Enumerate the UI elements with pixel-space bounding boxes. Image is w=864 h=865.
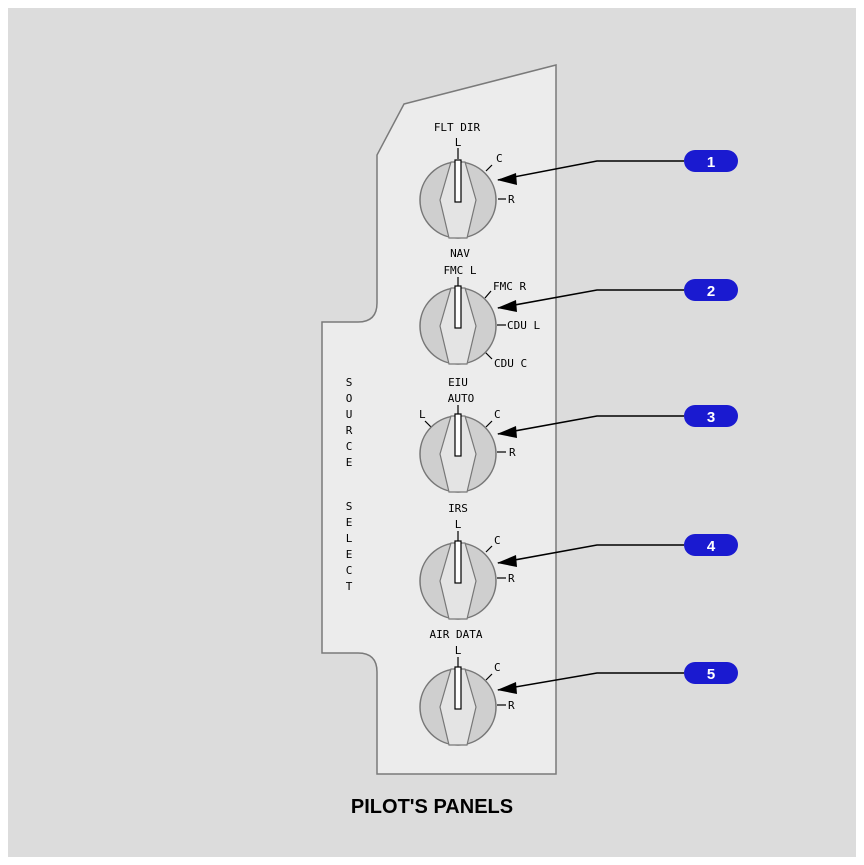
position-tick (484, 351, 493, 360)
position-tick (484, 290, 492, 299)
knob-indicator (454, 285, 462, 329)
side-label-letter: S (346, 500, 353, 513)
side-label-letter: E (346, 516, 353, 529)
position-label-c: C (494, 534, 501, 547)
position-label-l: L (455, 644, 462, 657)
callout-number: 5 (707, 666, 715, 683)
side-label-letter: E (346, 456, 353, 469)
arrowhead (497, 555, 517, 567)
leader-line (497, 415, 684, 435)
arrowhead (497, 173, 517, 185)
knob-indicator (454, 413, 462, 457)
position-label-l: L (455, 136, 462, 149)
position-label-r: R (508, 572, 515, 585)
knob-indicator (454, 666, 462, 710)
selector-title: NAV (450, 247, 470, 260)
arrowhead (497, 300, 517, 312)
callout-number: 1 (707, 154, 715, 171)
leader-line (497, 289, 684, 309)
callout-3: 3 (497, 405, 738, 438)
callout-5: 5 (497, 662, 738, 694)
side-label-letter: L (346, 532, 353, 545)
nav-selector: NAV FMC L FMC R CDU L CDU C (419, 247, 540, 370)
selector-title: FLT DIR (434, 121, 481, 134)
selector-title: AIR DATA (430, 628, 483, 641)
position-tick (485, 545, 493, 553)
side-label-letter: T (346, 580, 353, 593)
leader-line (497, 544, 684, 564)
position-label-r: R (508, 699, 515, 712)
flt-dir-selector: FLT DIR L C R (419, 121, 515, 239)
side-label-letter: O (346, 392, 353, 405)
callout-badge (684, 150, 738, 172)
side-label: S O U R C E S E L E C T (346, 376, 353, 593)
position-label-c: C (494, 661, 501, 674)
position-label-cdu-c: CDU C (494, 357, 527, 370)
position-label-r: R (508, 193, 515, 206)
callout-1: 1 (497, 150, 738, 185)
arrowhead (497, 426, 517, 438)
position-tick (485, 673, 493, 681)
position-tick (485, 420, 493, 428)
callout-badge (684, 534, 738, 556)
side-label-letter: C (346, 564, 353, 577)
callout-2: 2 (497, 279, 738, 312)
position-tick (424, 420, 432, 428)
selector-title: IRS (448, 502, 468, 515)
eiu-selector: EIU AUTO L C R (419, 376, 516, 493)
position-label-l: L (419, 408, 426, 421)
source-select-panel (321, 64, 557, 775)
knob-indicator (454, 159, 462, 203)
side-label-letter: S (346, 376, 353, 389)
irs-selector: IRS L C R (419, 502, 515, 620)
position-label-c: C (496, 152, 503, 165)
callout-number: 2 (707, 283, 715, 300)
arrowhead (497, 682, 517, 694)
callout-number: 4 (707, 538, 716, 555)
knob-indicator (454, 540, 462, 584)
air-data-selector: AIR DATA L C R (419, 628, 515, 746)
position-label-cdu-l: CDU L (507, 319, 540, 332)
figure-caption: PILOT'S PANELS (350, 796, 514, 818)
position-label-fmc-r: FMC R (493, 280, 526, 293)
position-label-l: L (455, 518, 462, 531)
leader-line (497, 672, 684, 691)
position-label-fmc-l: FMC L (443, 264, 476, 277)
position-label-r: R (509, 446, 516, 459)
leader-line (497, 160, 684, 181)
callout-4: 4 (497, 534, 738, 567)
side-label-letter: U (346, 408, 353, 421)
side-label-letter: R (346, 424, 353, 437)
callout-number: 3 (707, 409, 715, 426)
callout-badge (684, 279, 738, 301)
position-label-c: C (494, 408, 501, 421)
position-label-auto: AUTO (448, 392, 475, 405)
side-label-letter: C (346, 440, 353, 453)
side-label-letter: E (346, 548, 353, 561)
callout-badge (684, 405, 738, 427)
selector-title: EIU (448, 376, 468, 389)
callout-badge (684, 662, 738, 684)
position-tick (485, 164, 493, 172)
